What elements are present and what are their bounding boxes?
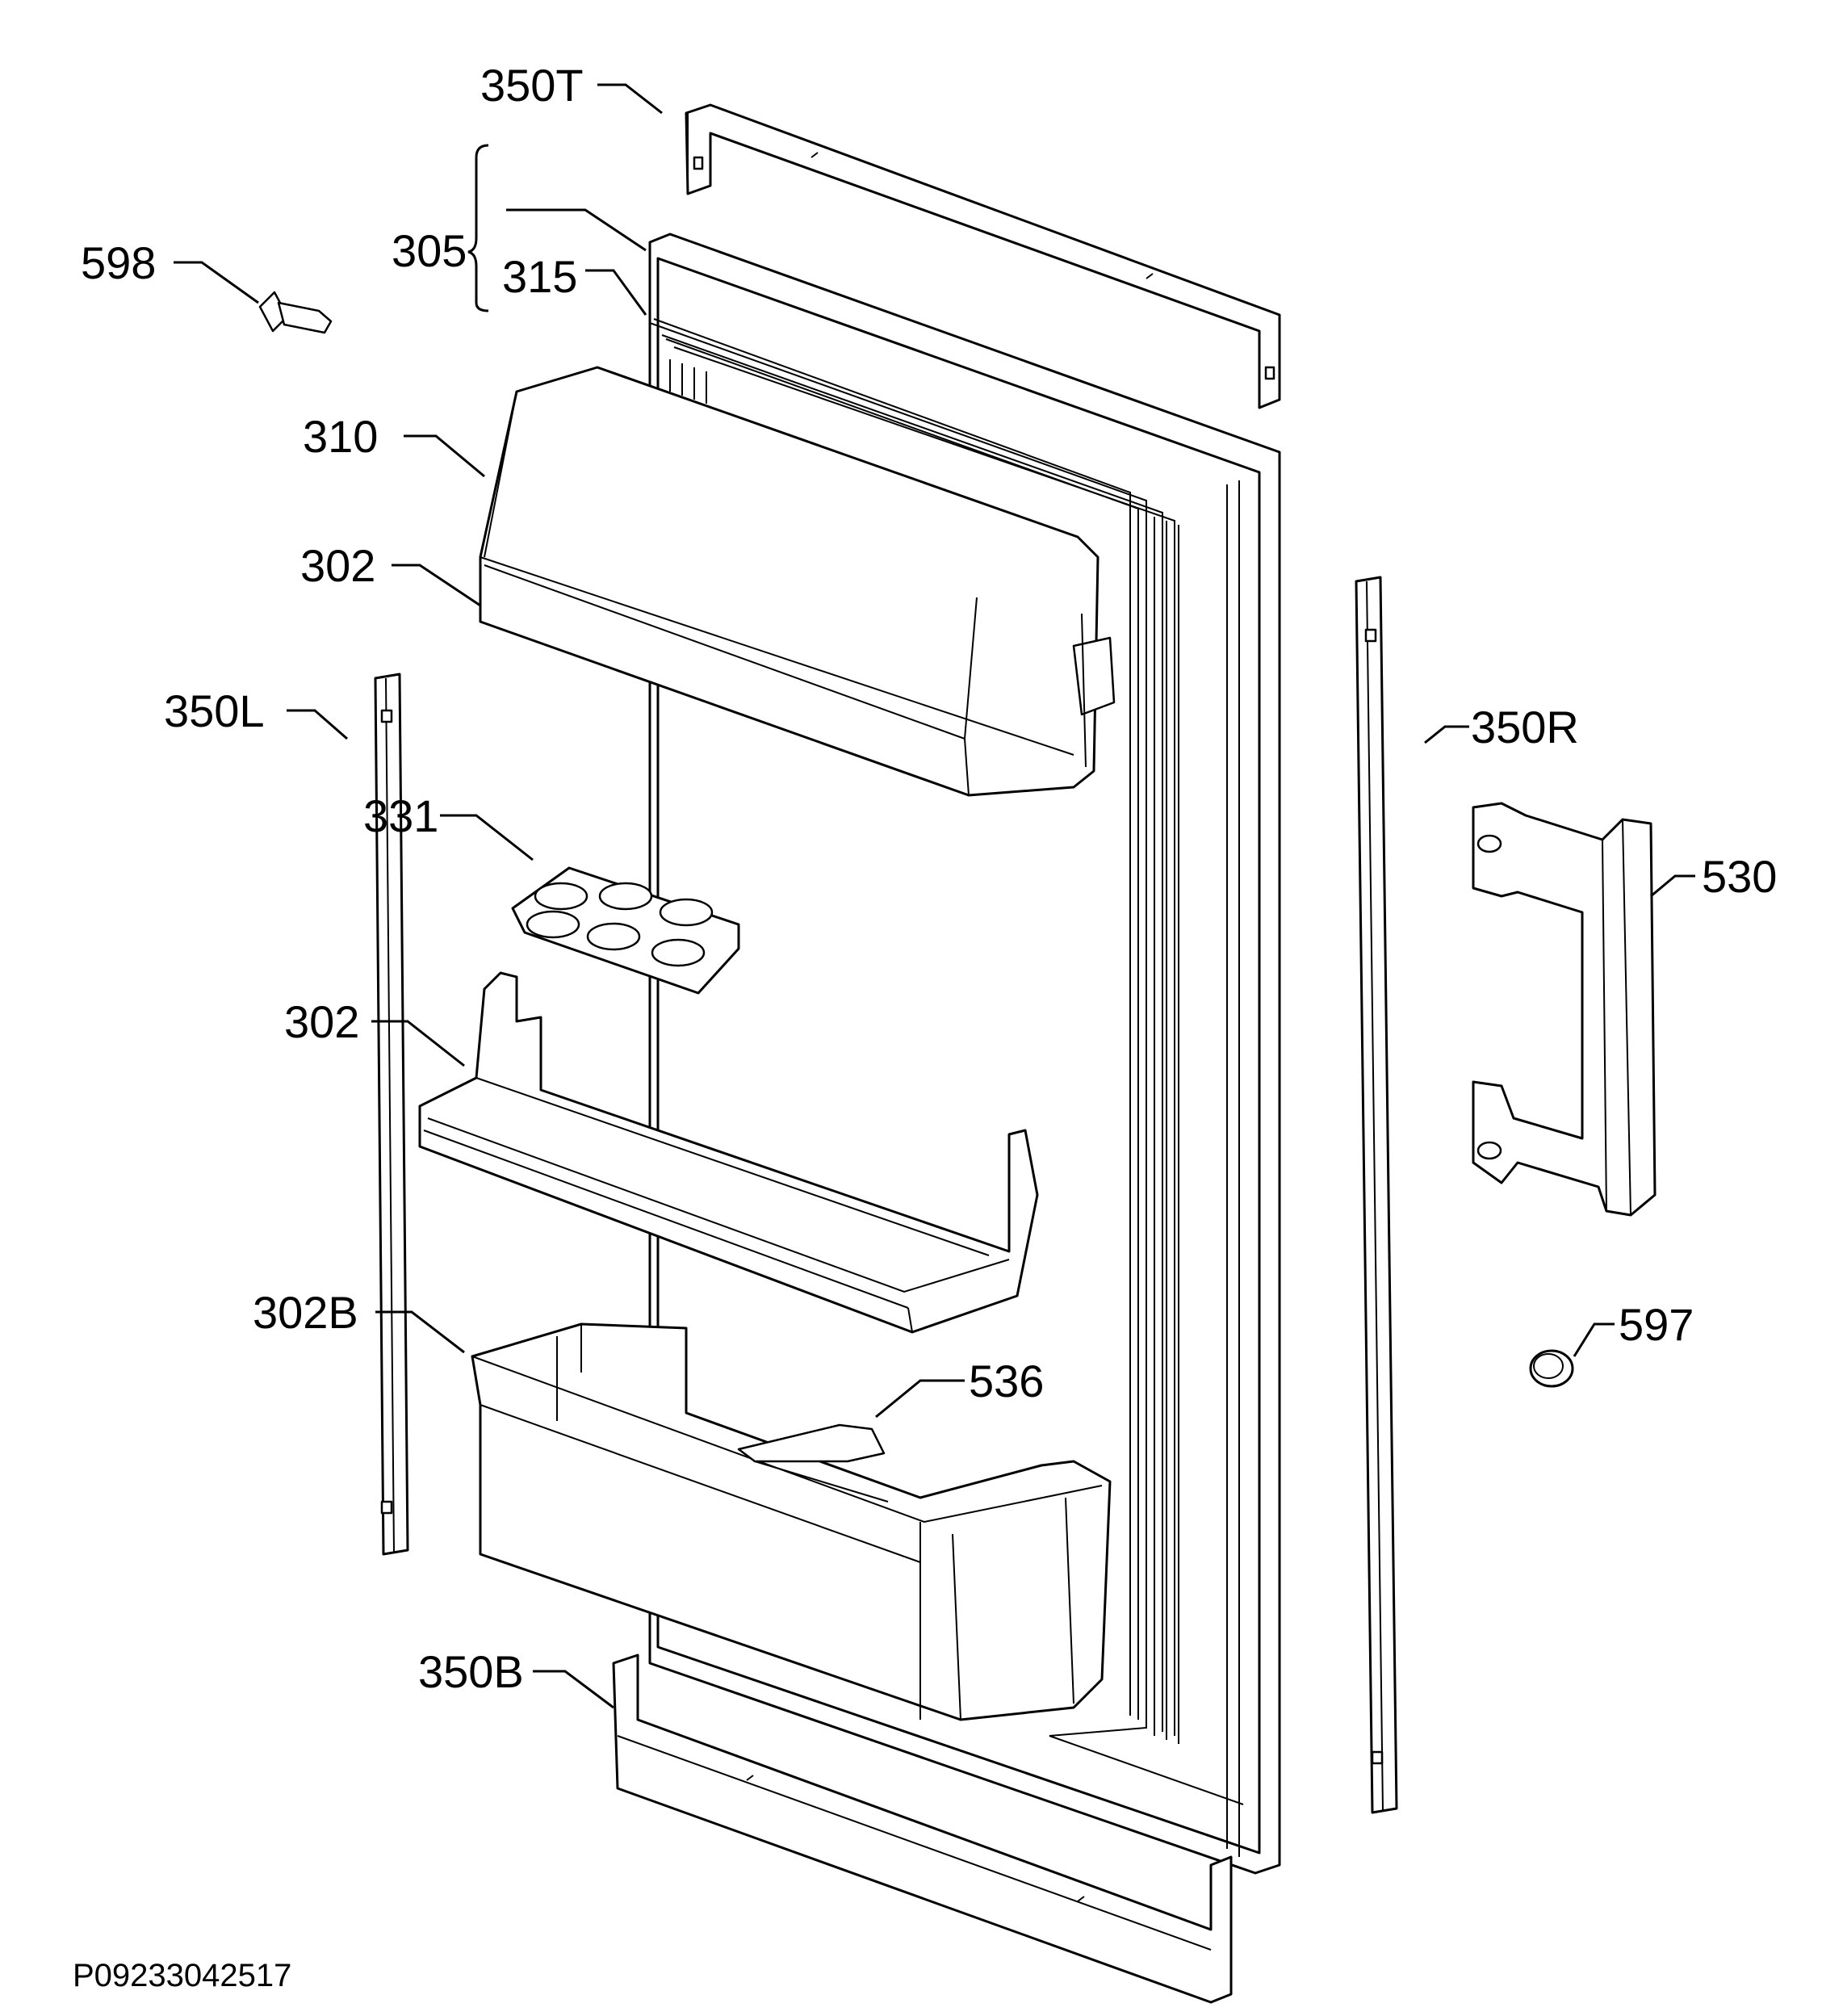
callout-labels: 350T 305 315 598 310 302 350L 331 302 30… bbox=[73, 60, 1777, 1993]
part-530-handle bbox=[1472, 802, 1657, 1217]
part-310-lidded-compartment bbox=[479, 366, 1116, 797]
label-350T: 350T bbox=[480, 60, 584, 111]
part-598-plug bbox=[258, 291, 333, 334]
leader-lines bbox=[174, 83, 1695, 1709]
label-331: 331 bbox=[363, 790, 438, 841]
drawing-code: P09233042517 bbox=[73, 1958, 291, 1993]
part-302-door-shelf bbox=[418, 971, 1039, 1334]
label-350B: 350B bbox=[418, 1646, 524, 1697]
label-536: 536 bbox=[969, 1356, 1044, 1406]
part-302B-bottle-shelf bbox=[471, 1322, 1112, 1721]
part-536-divider bbox=[737, 1423, 889, 1503]
part-315-gasket bbox=[649, 322, 1244, 1805]
label-315: 315 bbox=[502, 251, 577, 302]
part-350L-left-profile bbox=[374, 673, 409, 1556]
label-350L: 350L bbox=[164, 685, 265, 736]
part-597-cap bbox=[1529, 1349, 1574, 1388]
label-305: 305 bbox=[392, 225, 467, 276]
label-302-middle: 302 bbox=[284, 996, 359, 1047]
label-530: 530 bbox=[1702, 851, 1777, 902]
label-597: 597 bbox=[1619, 1299, 1694, 1350]
label-598: 598 bbox=[81, 237, 156, 288]
part-350T-top-profile bbox=[685, 103, 1281, 409]
label-310: 310 bbox=[303, 411, 378, 462]
part-331-egg-tray bbox=[511, 866, 740, 995]
label-302B: 302B bbox=[253, 1287, 358, 1338]
label-350R: 350R bbox=[1471, 702, 1579, 752]
part-350B-bottom-profile bbox=[612, 1653, 1233, 2004]
label-302-top: 302 bbox=[300, 540, 375, 591]
part-350R-right-profile bbox=[1355, 576, 1398, 1814]
